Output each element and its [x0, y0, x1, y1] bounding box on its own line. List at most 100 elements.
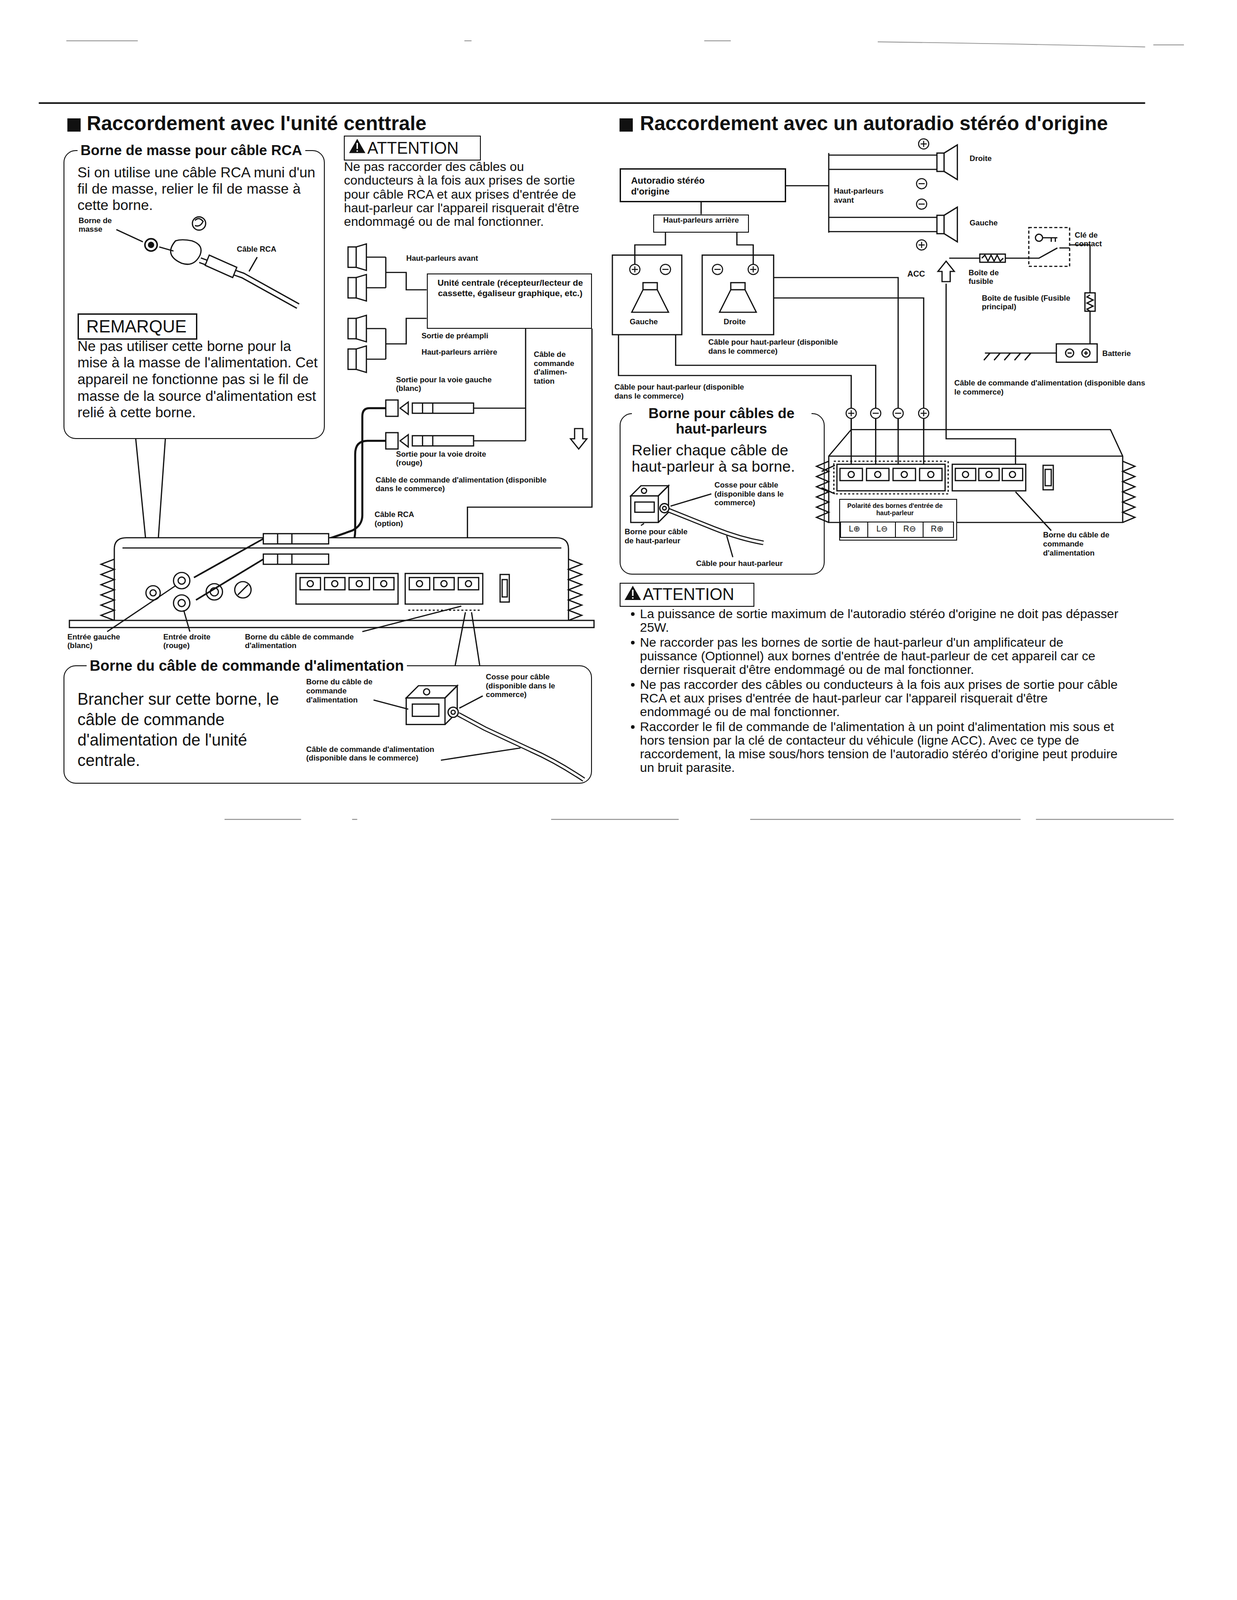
- amplifier: [927, 471, 934, 479]
- page-rule: [39, 102, 1146, 104]
- speaker-symbol: [937, 215, 945, 235]
- speaker-wire: [635, 232, 754, 265]
- box-heading: REMARQUE: [78, 316, 195, 337]
- amplifier: [380, 580, 387, 587]
- speaker-terminal-illustration: [630, 496, 659, 524]
- amplifier: [349, 577, 370, 591]
- power-terminal-illustration: [444, 685, 458, 725]
- ignition-circuit: [982, 255, 1004, 262]
- polarity-symbol: [629, 264, 641, 275]
- part-label: Boîte de fusible: [968, 268, 1012, 286]
- amplifier: [1009, 471, 1016, 479]
- speaker-symbol: [719, 289, 757, 313]
- speaker-symbol: [702, 255, 774, 336]
- polarity-symbol: [748, 264, 759, 275]
- power-terminal-illustration: [458, 714, 584, 780]
- box-heading: R⊖: [895, 524, 924, 534]
- speaker-terminal-illustration: [660, 503, 670, 513]
- box-heading: L⊕: [840, 524, 869, 534]
- box-heading: ATTENTION: [642, 585, 752, 604]
- part-label: Clé de contact: [1074, 230, 1124, 250]
- polarity-symbol: [714, 268, 721, 270]
- amplifier: [416, 580, 423, 587]
- part-label: Cosse pour câble (disponible dans le com…: [714, 480, 809, 508]
- speaker-symbol: [943, 145, 958, 181]
- box-heading: Autoradio stéréo d'origine: [630, 175, 729, 198]
- box-text: Relier chaque câble de haut-parleur à sa…: [631, 441, 822, 475]
- ground-terminal-illustration: [116, 229, 258, 272]
- section-heading: Raccordement avec l'unité centtrale: [86, 112, 427, 135]
- amplifier: [568, 559, 582, 621]
- ground-terminal-illustration: [159, 239, 201, 265]
- part-label: Sortie pour la voie droite (rouge): [396, 449, 494, 468]
- amplifier: [122, 547, 562, 549]
- polarity-symbol: [845, 408, 857, 419]
- part-label: Sortie de préampli: [421, 331, 489, 341]
- part-label: Haut-parleurs arrière: [421, 347, 498, 357]
- polarity-symbol: [918, 183, 925, 185]
- amplifier: [178, 576, 186, 585]
- amplifier: [101, 559, 115, 621]
- ignition-circuit: [979, 254, 1006, 263]
- part-label: Haut-parleurs avant: [833, 186, 898, 206]
- power-terminal-illustration: [451, 710, 456, 715]
- table-cell: R⊕: [922, 521, 955, 538]
- rca-cable: [422, 403, 434, 414]
- amplifier: [874, 471, 881, 479]
- part-label: Câble pour haut-parleur: [696, 559, 783, 569]
- amplifier: [263, 533, 329, 545]
- speaker-symbol: [612, 145, 958, 336]
- ground-terminal-illustration: [195, 218, 204, 226]
- polarity-symbol: [712, 264, 724, 275]
- warning-heading-box: ATTENTION: [343, 135, 481, 161]
- amplifier: [307, 580, 314, 587]
- amplifier: [1002, 468, 1023, 481]
- amplifier: [173, 572, 191, 589]
- power-terminal-illustration: [406, 685, 458, 699]
- amplifier: [828, 429, 1123, 523]
- polarity-symbol: [916, 199, 928, 210]
- polarity-symbol: [918, 138, 929, 150]
- part-label: Borne de masse: [78, 216, 125, 234]
- speaker-symbol: [937, 153, 945, 172]
- bullet-note: Raccorder le fil de commande de l'alimen…: [640, 720, 1120, 775]
- speaker-wire: [366, 318, 427, 360]
- polarity-symbol: [916, 178, 928, 190]
- part-label: Câble de commande d'alimentation (dispon…: [375, 475, 550, 494]
- head-unit-box: Unité centrale (récepteur/lecteur de cas…: [426, 273, 593, 329]
- amplifier: [433, 577, 455, 591]
- polarity-symbol: [870, 408, 881, 419]
- amplifier: [277, 533, 293, 545]
- ignition-circuit: [1081, 349, 1091, 358]
- part-label: Boîte de fusible (Fusible principal): [982, 293, 1075, 312]
- amplifier: [234, 581, 252, 599]
- box-heading: L⊖: [868, 524, 896, 534]
- speaker-terminal-illustration: [668, 510, 764, 543]
- part-label: Gauche: [629, 317, 658, 327]
- amplifier: [173, 595, 191, 612]
- speaker-symbol: [347, 277, 357, 299]
- rca-cable: [412, 403, 474, 414]
- amplifier: [465, 580, 472, 587]
- polarity-symbol: [918, 408, 929, 419]
- part-label: Entrée gauche (blanc): [67, 632, 132, 651]
- amplifier: [840, 468, 863, 481]
- table-cell: R⊖: [894, 521, 927, 538]
- box-text: Ne pas utiliser cette borne pour la mise…: [77, 337, 320, 421]
- polarity-table: Polarité des bornes d'entrée de haut-par…: [839, 498, 958, 541]
- polarity-symbol: [893, 408, 904, 419]
- speaker-symbol: [943, 207, 958, 243]
- speaker-symbol: [347, 244, 367, 373]
- rca-cable: [473, 328, 526, 442]
- part-label: Câble RCA: [236, 244, 277, 255]
- amplifier: [848, 471, 855, 479]
- part-label: Borne du câble de commande d'alimentatio…: [306, 677, 378, 705]
- part-label: Borne pour câble de haut-parleur: [624, 527, 690, 546]
- ignition-circuit: [1089, 311, 1091, 344]
- amplifier: [114, 537, 569, 625]
- box-heading: Haut-parleurs arrière: [656, 216, 747, 225]
- part-label: Sortie pour la voie gauche (blanc): [396, 375, 494, 393]
- speaker-symbol: [347, 247, 357, 268]
- connector-line: [700, 202, 702, 215]
